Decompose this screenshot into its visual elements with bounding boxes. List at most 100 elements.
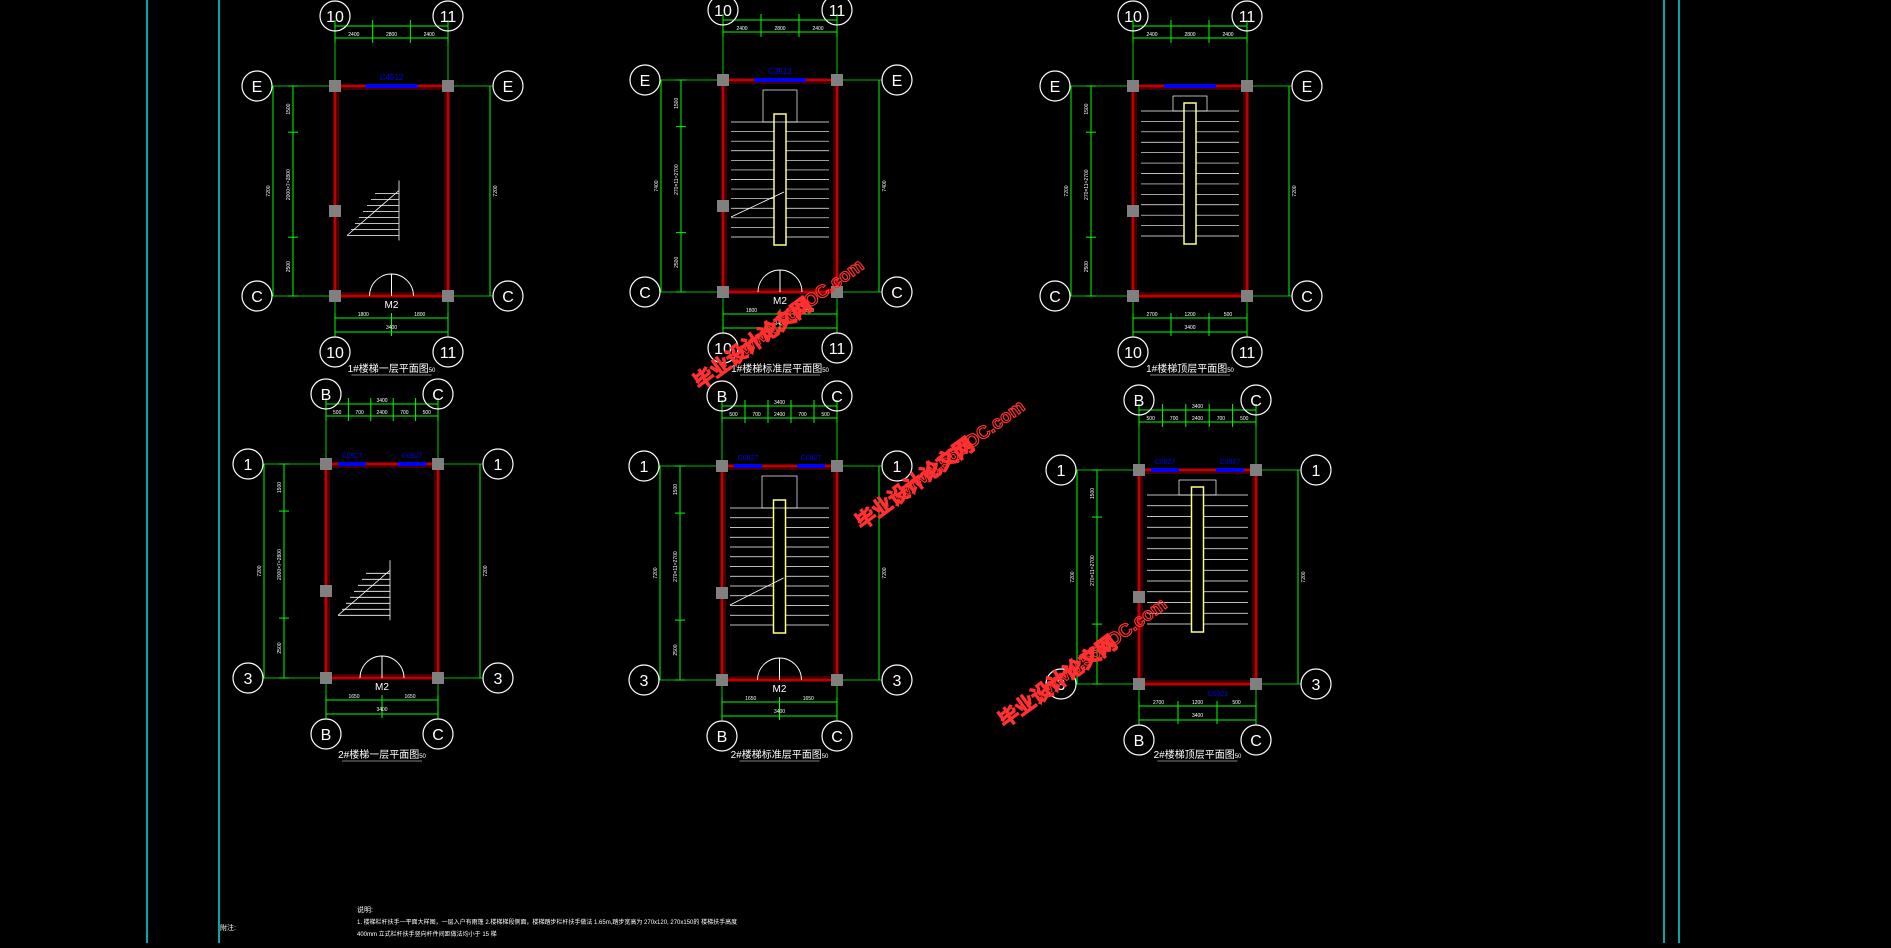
dimension-text: 2500 (1090, 648, 1096, 659)
axis-bubble (422, 718, 454, 750)
axis-label: 11 (829, 3, 846, 20)
axis-label: 3 (244, 671, 253, 688)
column-block (1250, 464, 1262, 476)
axis-label: C (1301, 289, 1313, 306)
axis-bubble (706, 720, 738, 752)
column-block (329, 205, 341, 217)
column-block (432, 672, 444, 684)
door-swing (779, 269, 803, 293)
axis-bubble (432, 0, 464, 32)
dimension-text: 7200 (882, 567, 888, 578)
axis-bubble (707, 0, 739, 26)
axis-label: 11 (1239, 9, 1256, 26)
axis-label: 11 (1239, 345, 1256, 362)
column-block (1127, 205, 1139, 217)
dimension-text: 2400 (774, 412, 785, 418)
column-block (320, 672, 332, 684)
plan-title: 2#楼梯顶层平面图50 (1154, 748, 1242, 761)
landing-outline (762, 89, 798, 123)
dimension-text: 700 (1217, 416, 1226, 422)
dimension-text: 1800 (414, 312, 425, 318)
plan-title: 1#楼梯一层平面图50 (348, 362, 436, 375)
dimension-text: 2500 (286, 261, 292, 272)
axis-label: 1 (893, 459, 902, 476)
wall-outline (1137, 468, 1258, 686)
column-block (442, 80, 454, 92)
axis-bubble (241, 280, 273, 312)
door-label: M2 (773, 684, 787, 695)
dimension-text: 2400 (424, 32, 435, 38)
axis-label: 3 (494, 671, 503, 688)
axis-bubble (1291, 70, 1323, 102)
axis-label: C (831, 389, 843, 406)
door-swing (391, 273, 414, 297)
axis-bubble (482, 448, 514, 480)
stair-break-line (337, 569, 391, 616)
axis-bubble (241, 70, 273, 102)
axis-label: B (321, 387, 332, 404)
axis-bubble (1231, 336, 1263, 368)
column-block (831, 460, 843, 472)
axis-bubble (310, 718, 342, 750)
column-block (717, 286, 729, 298)
stair-break-line (346, 190, 400, 236)
axis-bubble (1123, 384, 1155, 416)
axis-label: 10 (714, 3, 732, 20)
column-block (1133, 464, 1145, 476)
axis-bubble (821, 332, 853, 364)
axis-bubble (821, 720, 853, 752)
notes-line-2: 400mm 立式栏杆扶手竖向杆件间距做法均小于 15 梯 (357, 930, 497, 938)
dimension-text: 270×11=2700 (1084, 169, 1090, 200)
window-label: C0927 (402, 453, 423, 460)
wall-inner-line (1135, 88, 1245, 294)
dimension-text: 1650 (348, 694, 359, 700)
landing-outline (761, 475, 798, 509)
column-block (320, 458, 332, 470)
dimension-text: 1500 (1084, 103, 1090, 114)
column-block (716, 587, 728, 599)
axis-label: B (321, 727, 332, 744)
dimension-text: 7200 (1064, 185, 1070, 196)
plan-scale: 50 (822, 754, 829, 760)
plan-title: 1#楼梯顶层平面图50 (1146, 362, 1234, 375)
dimension-text: 500 (333, 410, 342, 416)
axis-bubble (1240, 384, 1272, 416)
axis-bubble (1117, 336, 1149, 368)
axis-label: C (1250, 733, 1262, 750)
window-label: C0927 (1155, 459, 1176, 466)
dimension-text: 3400 (774, 709, 785, 715)
axis-bubble (629, 276, 661, 308)
column-block (831, 286, 843, 298)
column-block (1133, 591, 1145, 603)
door-label: M2 (773, 296, 787, 307)
axis-label: 11 (440, 9, 457, 26)
dimension-text: 2000×7=2800 (277, 549, 283, 580)
dimension-text: 700 (400, 410, 409, 416)
stair-break-line (729, 577, 784, 606)
notes-line-1: 1. 楼梯栏杆扶手一平面大样图，一层入户有雨篷 2.楼梯梯段侧面，楼梯踏步栏杆扶… (357, 918, 737, 926)
column-block (1127, 290, 1139, 302)
notes-heading: 说明: (357, 905, 373, 914)
axis-bubble (629, 64, 661, 96)
axis-label: B (717, 389, 728, 406)
stair-handrail (773, 113, 787, 246)
dimension-text: 1650 (803, 696, 814, 702)
dimension-text: 1800 (358, 312, 369, 318)
axis-label: 3 (1057, 677, 1066, 694)
door-label: M2 (385, 300, 399, 311)
column-block (329, 290, 341, 302)
axis-bubble (706, 380, 738, 412)
axis-label: 10 (1124, 345, 1142, 362)
plan-scale: 50 (822, 368, 829, 374)
dimension-text: 500 (821, 412, 830, 418)
axis-bubble (628, 664, 660, 696)
axis-bubble (319, 336, 351, 368)
dimension-text: 1200 (1192, 700, 1203, 706)
